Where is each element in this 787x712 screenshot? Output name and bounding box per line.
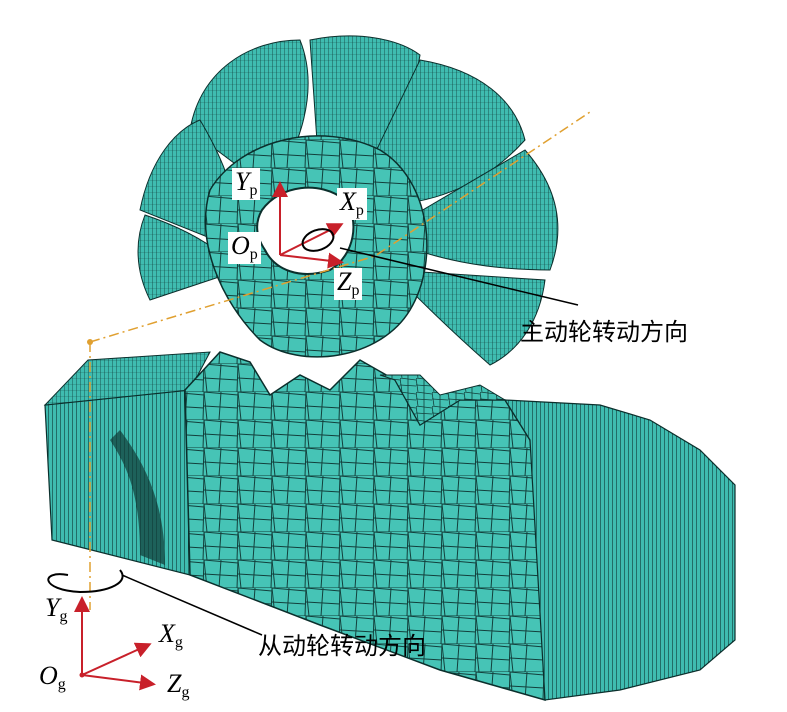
xg-axis-arrow <box>81 642 152 676</box>
pinion-leader-line <box>339 247 579 306</box>
gear-origin-point <box>79 672 85 678</box>
gear-rotation-icon <box>47 569 124 594</box>
zg-label: Zg <box>164 670 192 702</box>
zp-subscript: p <box>351 282 360 299</box>
gear-inner-shadow <box>110 430 165 565</box>
gear-leader-line <box>121 574 263 636</box>
yg-letter: Y <box>45 593 60 622</box>
pinion-gear <box>137 35 559 366</box>
reference-axes <box>87 111 591 610</box>
xg-letter: X <box>159 619 175 648</box>
zp-axis-arrow <box>279 252 344 269</box>
zg-letter: Z <box>167 669 182 698</box>
zp-label: Zp <box>334 267 363 300</box>
pinion-rotation-label: 主动轮转动方向 <box>520 318 688 346</box>
op-label: Op <box>228 232 261 264</box>
pinion-frame <box>272 181 579 306</box>
xg-subscript: g <box>174 634 183 651</box>
og-subscript: g <box>57 676 66 693</box>
yg-subscript: g <box>59 608 68 625</box>
op-subscript: p <box>249 246 258 263</box>
op-letter: O <box>231 231 250 260</box>
xp-label: Xp <box>337 188 367 220</box>
gear-left-face <box>44 389 191 576</box>
gear-right-face <box>503 399 736 701</box>
zg-axis-arrow <box>81 674 156 691</box>
xp-subscript: p <box>355 202 364 219</box>
yg-label: Yg <box>42 594 70 626</box>
yp-subscript: p <box>249 182 258 199</box>
yp-label: Yp <box>232 167 261 200</box>
zp-letter: Z <box>337 267 352 296</box>
og-label: Og <box>36 662 69 694</box>
xg-label: Xg <box>156 620 186 652</box>
pinion-rotation-icon <box>301 228 335 252</box>
zg-subscript: g <box>181 684 190 701</box>
xp-letter: X <box>340 187 356 216</box>
og-letter: O <box>39 661 58 690</box>
gear-tooth-strip <box>379 374 507 426</box>
axis-point <box>87 339 93 345</box>
driven-gear <box>43 351 736 701</box>
gear-frame <box>47 569 263 691</box>
gear-rotation-label: 从动轮转动方向 <box>258 632 426 660</box>
yp-letter: Y <box>235 167 250 196</box>
